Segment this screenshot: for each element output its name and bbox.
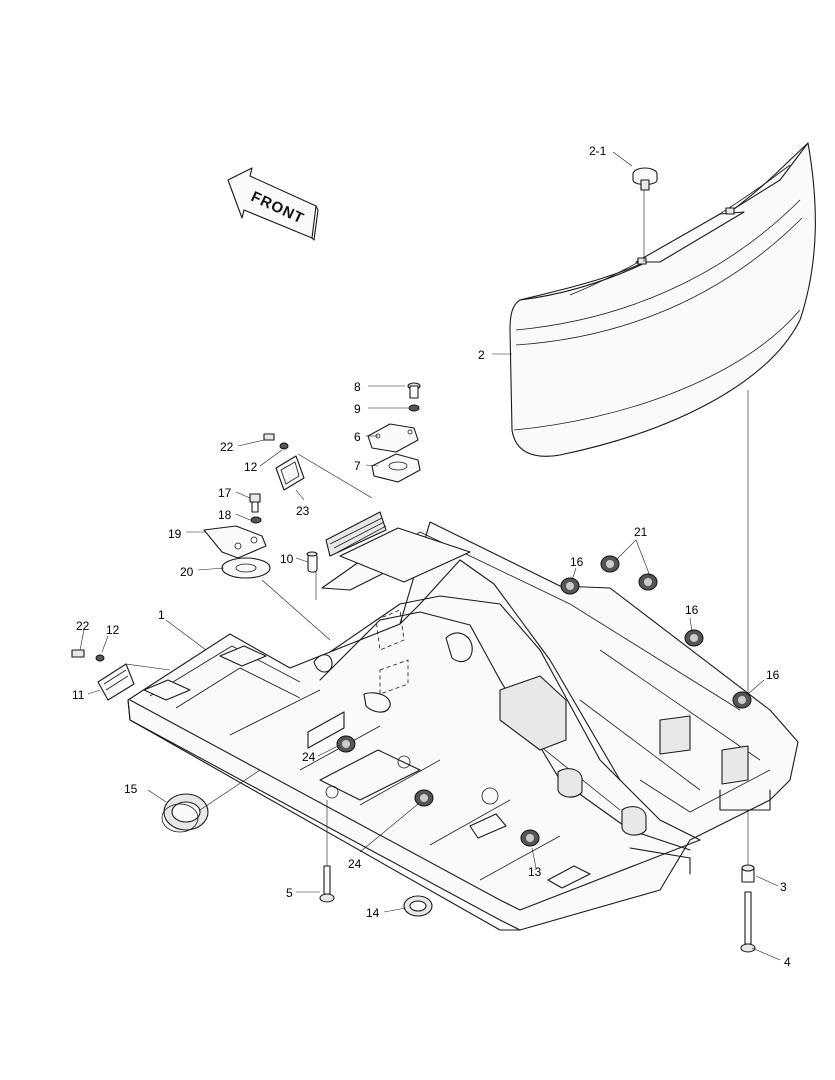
callout-22-lower: 22 [76,619,90,633]
oval-grommet-15 [161,793,209,833]
callout-24-b: 24 [348,857,362,871]
callout-23: 23 [296,504,310,518]
callout-4: 4 [784,955,791,969]
rubber-mounts [336,555,752,847]
callout-24-a: 24 [302,750,316,764]
grommet-upper [275,455,305,491]
callout-12-upper: 12 [244,460,258,474]
callout-18: 18 [218,508,232,522]
grommet-lower [97,663,135,701]
callout-9: 9 [354,402,361,416]
bolt-4 [740,891,756,953]
callout-17: 17 [218,486,232,500]
bracket-plate [203,525,267,559]
callout-15: 15 [124,782,138,796]
callout-22-upper: 22 [220,440,234,454]
callout-20: 20 [180,565,194,579]
callout-5: 5 [286,886,293,900]
callout-1: 1 [158,608,165,622]
callout-6: 6 [354,430,361,444]
callout-16-a: 16 [570,555,584,569]
ring-plate [221,557,271,579]
oval-grommet-14 [403,895,433,917]
callout-3: 3 [780,880,787,894]
callout-2: 2 [478,348,485,362]
callouts: 2-1 2 8 9 6 7 22 12 23 17 18 19 20 10 21… [72,144,791,969]
gasket [371,453,421,483]
cover-plate [367,423,419,453]
callout-12-lower: 12 [106,623,120,637]
spacer-3 [741,864,755,883]
leader-lines [79,151,781,961]
pin [307,553,318,573]
counterweight [509,142,816,457]
small-bolt [263,433,275,441]
washer-icon [408,404,420,412]
main-frame [127,511,799,931]
callout-11: 11 [72,688,85,702]
callout-8: 8 [354,380,361,394]
callout-19: 19 [168,527,182,541]
callout-14: 14 [366,906,380,920]
lifting-plug [632,167,658,191]
callout-13: 13 [528,865,542,879]
cover-bolt [407,382,421,399]
callout-7: 7 [354,459,361,473]
callout-21: 21 [634,525,648,539]
callout-16-b: 16 [685,603,699,617]
callout-2-1: 2-1 [589,144,607,158]
callout-16-c: 16 [766,668,780,682]
callout-10: 10 [280,552,294,566]
front-arrow: FRONT [227,167,319,241]
bolt-5 [319,865,335,903]
